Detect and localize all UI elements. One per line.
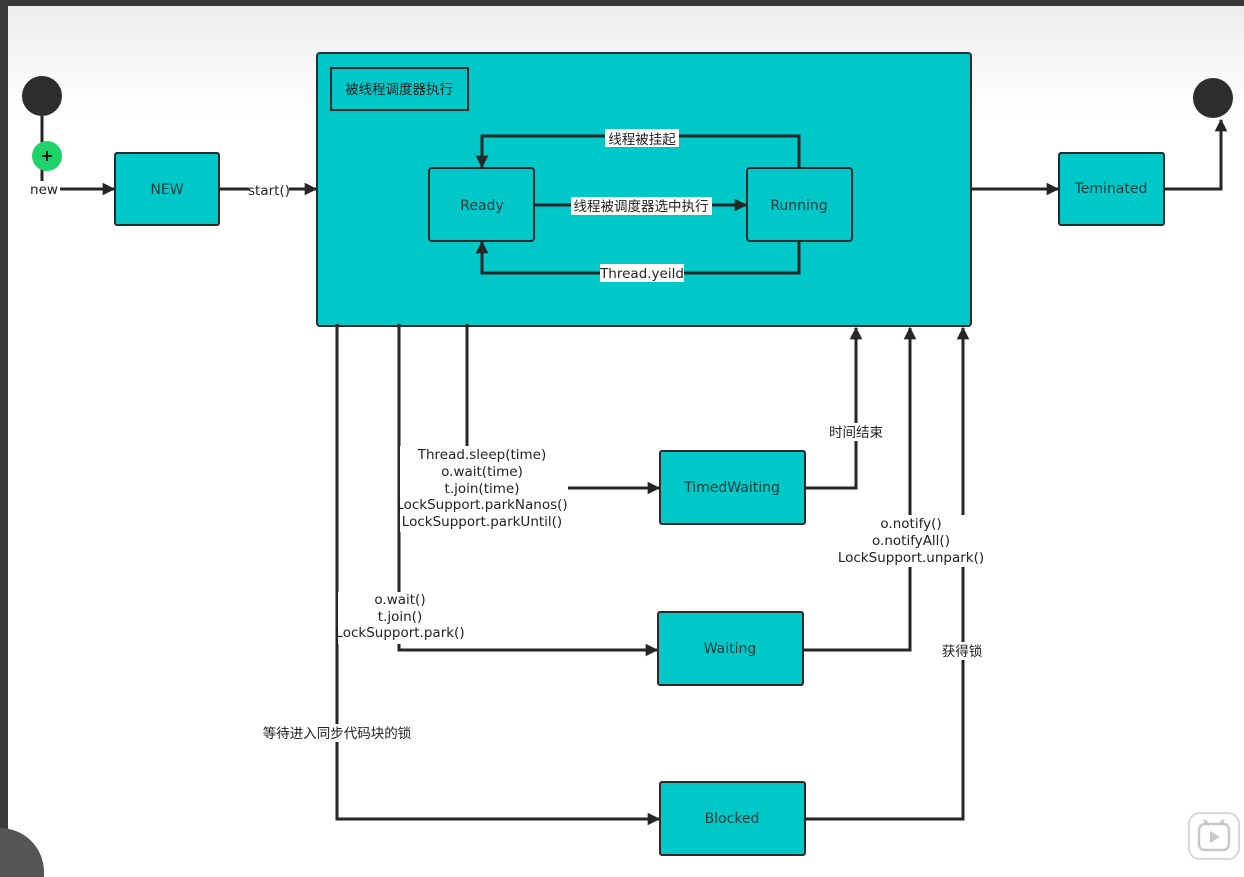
node-ready-label: Ready [460, 198, 503, 214]
edge-label-to-timed-waiting-line: o.wait(time) [441, 464, 523, 480]
edge-label-notify-line: LockSupport.unpark() [838, 550, 984, 566]
edge-to-waiting [397, 324, 659, 657]
edge-to-blocked [335, 324, 661, 826]
thread-state-diagram: + 被线程调度器执行 NEW Ready Running Teminated T… [22, 52, 1233, 856]
edge-acquire-lock [805, 326, 970, 821]
edge-label-scheduled: 线程被调度器选中执行 [574, 199, 709, 215]
node-blocked-label: Blocked [705, 811, 760, 827]
initial-state-circle [22, 76, 62, 116]
edge-label-acquire-lock: 获得锁 [942, 643, 983, 660]
edge-label-to-timed-waiting-line: LockSupport.parkUntil() [402, 514, 562, 530]
edge-label-to-waiting-line: o.wait() [374, 592, 425, 608]
edge-label-to-waiting: o.wait() t.join() LockSupport.park() [335, 592, 464, 641]
edge-timeout [805, 326, 863, 490]
final-state-circle [1193, 78, 1233, 118]
node-terminated-label: Teminated [1074, 181, 1148, 197]
edge-label-new: new [30, 182, 58, 198]
edge-label-to-timed-waiting-line: LockSupport.parkNanos() [396, 497, 567, 513]
cursor-indicator-icon [32, 141, 62, 171]
edge-label-to-timed-waiting: Thread.sleep(time) o.wait(time) t.join(t… [396, 447, 567, 530]
edge-label-yield: Thread.yeild [599, 266, 684, 282]
edge-label-to-timed-waiting-line: t.join(time) [445, 481, 520, 497]
container-label-box [330, 67, 469, 111]
edge-label-to-timed-waiting-line: Thread.sleep(time) [417, 447, 547, 463]
play-icon [1197, 819, 1231, 852]
node-new-label: NEW [150, 182, 183, 198]
node-running-label: Running [770, 198, 827, 214]
diagram-canvas: + 被线程调度器执行 NEW Ready Running Teminated T… [8, 6, 1244, 877]
edge-label-to-waiting-line: t.join() [378, 609, 422, 625]
node-timed-waiting-label: TimedWaiting [683, 480, 780, 496]
edge-label-to-waiting-line: LockSupport.park() [335, 625, 464, 641]
edge-end [1164, 118, 1228, 191]
video-play-icon[interactable] [1188, 812, 1240, 860]
edge-notify [803, 326, 917, 652]
edge-label-notify: o.notify() o.notifyAll() LockSupport.unp… [838, 516, 984, 566]
plus-icon: + [40, 146, 53, 165]
edge-label-start: start() [248, 183, 290, 199]
node-waiting-label: Waiting [704, 641, 757, 657]
container-label: 被线程调度器执行 [345, 82, 453, 98]
edge-label-to-blocked: 等待进入同步代码块的锁 [263, 725, 412, 742]
edge-label-suspended: 线程被挂起 [608, 132, 676, 148]
edge-label-timeout: 时间结束 [829, 425, 883, 441]
edge-label-notify-line: o.notify() [880, 516, 941, 532]
edge-label-notify-line: o.notifyAll() [872, 533, 950, 549]
